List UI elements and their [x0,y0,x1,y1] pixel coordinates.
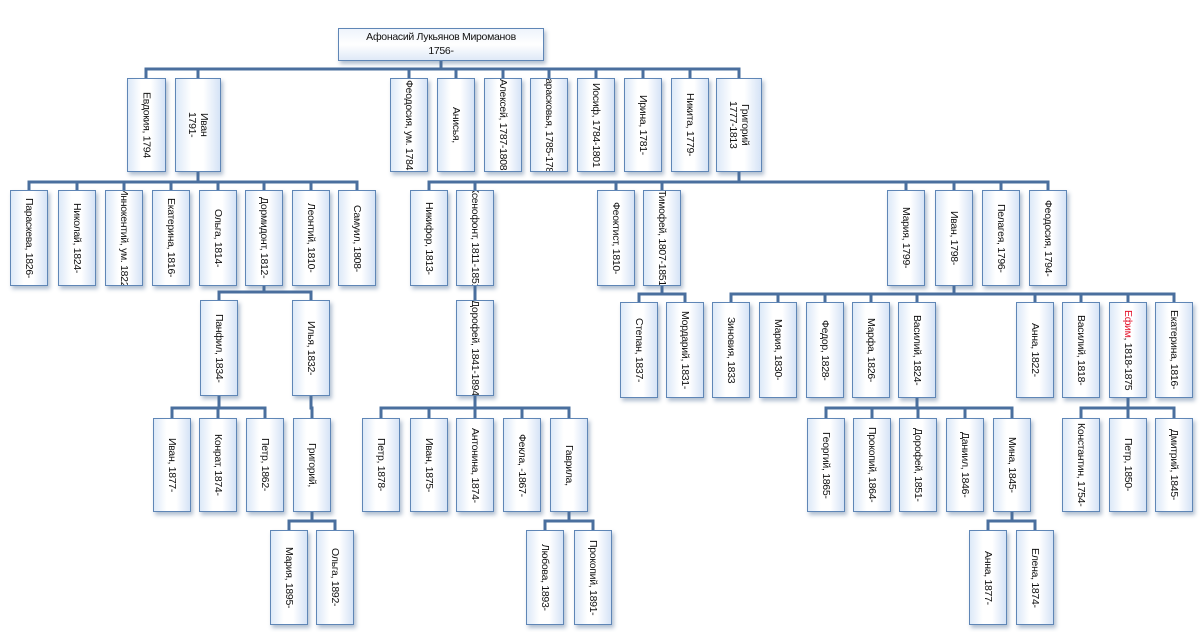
person-fekla: Фекла, -1867- [503,418,541,512]
root-node: Афонасий Лукьянов Мироманов 1756- [338,28,544,61]
person-leontiy: Леонтий, 1810- [292,190,330,286]
person-anisya: Анисья, [437,78,475,172]
person-nikifor: Никифор, 1813- [410,190,448,286]
person-paraskeva-1785: Парасковья, 1785-1786 [530,78,568,172]
person-nikolay-1824: Николай, 1824- [58,190,96,286]
efim-highlight: Ефим [1122,309,1135,338]
person-dmitriy: Дмитрий, 1845- [1155,418,1193,512]
person-ivan-1791: Иван 1791- [175,78,221,172]
person-dorofey-1841: Дорофей, 1841-1894 [456,300,494,396]
person-nikita: Никита, 1779- [671,78,709,172]
person-mariya-1895: Мария, 1895- [270,530,308,625]
person-lyubova: Любова, 1893- [526,530,564,625]
person-mariya-1830: Мария, 1830- [759,302,797,398]
person-mordariy: Мордарий, 1831- [666,302,704,398]
person-aleksey: Алексей, 1787-1808 [484,78,522,172]
person-pelageya: Пелагея, 1796- [982,190,1020,286]
person-fedor: Федор, 1828- [806,302,844,398]
person-irina: Ирина, 1781- [624,78,662,172]
person-olga-1892: Ольга, 1892- [316,530,354,625]
person-georgiy: Георгий, 1865- [807,418,845,512]
person-ekaterina-1816b: Екатерина, 1816- [1155,302,1193,398]
person-prokopiy-1891: Прокопий, 1891- [574,530,612,625]
person-anna-1877: Анна, 1877- [969,530,1007,625]
person-grigoriy-ilya: Григорий, [293,418,331,512]
person-ksenofont: Ксенофонт, 1811-1851 [456,190,494,286]
person-grigoriy-1777: Григорий 1777-1813 [716,78,762,172]
person-ivan-1877: Иван, 1877- [153,418,191,512]
person-timofey: Тимофей, 1807-1851 [643,190,681,286]
person-feodosiya-1784: Феодосия, ум. 1784 [390,78,428,172]
person-ekaterina-1816a: Екатерина, 1816- [152,190,190,286]
person-elena: Елена, 1874- [1016,530,1054,625]
person-petr-1878: Петр, 1878- [362,418,400,512]
person-stepan: Степан, 1837- [620,302,658,398]
person-daniil: Даниил, 1846- [946,418,984,512]
person-prokopiy-1864: Прокопий, 1864- [853,418,891,512]
person-mina: Мина, 1845- [993,418,1031,512]
person-ilya: Илья, 1832- [292,300,330,396]
person-mariya-1799: Мария, 1799- [887,190,925,286]
person-gavrila: Гаврила, [550,418,588,512]
person-antonina: Антонина, 1874- [456,418,494,512]
person-anna-1822: Анна, 1822- [1016,302,1054,398]
person-innokentiy: Иннокентий, ум. 1822 [105,190,143,286]
person-zinoviya: Зиновия, 1833 [712,302,750,398]
person-konstantin: Константин, 1754- [1062,418,1100,512]
person-vasiliy-1824: Василий, 1824- [898,302,936,398]
person-petr-1850: Петр, 1850- [1109,418,1147,512]
person-efim: Ефим, 1818-1875 [1109,302,1147,398]
person-vasiliy-1818: Василий, 1818- [1062,302,1100,398]
person-olga-1814: Ольга, 1814- [199,190,237,286]
person-iosif: Иосиф, 1784-1801 [577,78,615,172]
person-dorofey-1851: Дорофей, 1851- [899,418,937,512]
person-marfa: Марфа, 1826- [852,302,890,398]
person-samuil: Самуил, 1808- [338,190,376,286]
efim-rest: , 1818-1875 [1122,337,1135,391]
root-name: Афонасий Лукьянов Мироманов [366,31,516,44]
root-years: 1756- [428,44,454,57]
person-feodosiya-1794: Феодосия, 1794- [1029,190,1067,286]
person-feoktist: Феоктист, 1810- [597,190,635,286]
person-dormidont: Дормидонт, 1812- [245,190,283,286]
person-ivan-1875: Иван, 1875- [410,418,448,512]
person-panfil: Панфил, 1834- [200,300,238,396]
person-konrat: Конрат, 1874- [199,418,237,512]
person-paraskeva-1826: Параскева, 1826- [10,190,48,286]
person-ivan-1798: Иван, 1798- [935,190,973,286]
person-petr-1862: Петр, 1862- [246,418,284,512]
person-evdokiya: Евдокия, 1794 [127,78,166,172]
